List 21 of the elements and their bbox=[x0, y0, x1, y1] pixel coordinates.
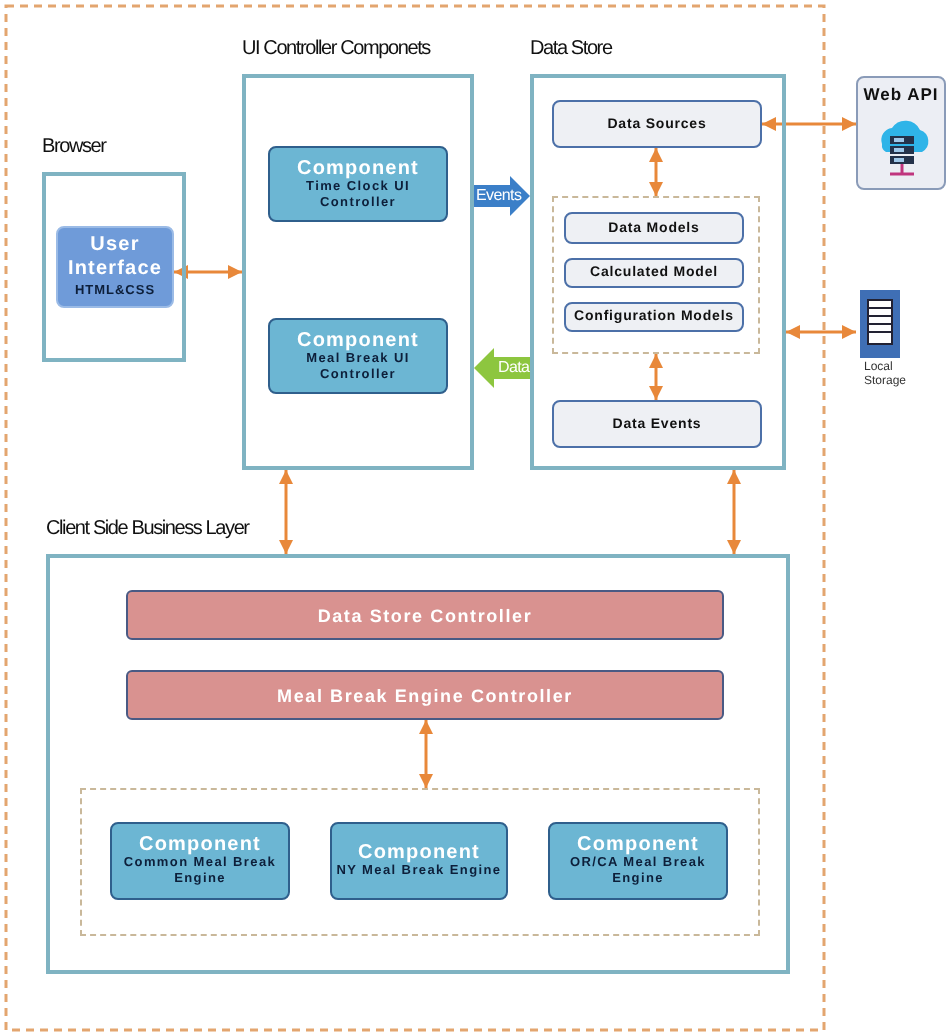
controller-bar: Meal Break Engine Controller bbox=[126, 670, 724, 720]
double-arrow bbox=[279, 470, 293, 554]
double-arrow bbox=[762, 117, 856, 131]
block-arrow bbox=[474, 176, 530, 216]
group-heading: Client Side Business Layer bbox=[46, 518, 249, 540]
double-arrow bbox=[419, 720, 433, 788]
double-arrow bbox=[727, 470, 741, 554]
dashed-group-box bbox=[80, 788, 760, 936]
double-arrow bbox=[174, 265, 242, 279]
double-arrow bbox=[786, 325, 856, 339]
group-heading: Data Store bbox=[530, 38, 612, 60]
block-arrow bbox=[474, 348, 530, 388]
double-arrow bbox=[649, 148, 663, 196]
service-box: Web API bbox=[856, 76, 946, 190]
group-heading: UI Controller Componets bbox=[242, 38, 430, 60]
controller-bar: Data Store Controller bbox=[126, 590, 724, 640]
group-heading: Browser bbox=[42, 136, 106, 158]
double-arrow bbox=[649, 354, 663, 400]
edge-label: Data bbox=[498, 358, 530, 378]
dashed-group-box bbox=[552, 196, 760, 354]
edge-label: Events bbox=[476, 186, 522, 206]
